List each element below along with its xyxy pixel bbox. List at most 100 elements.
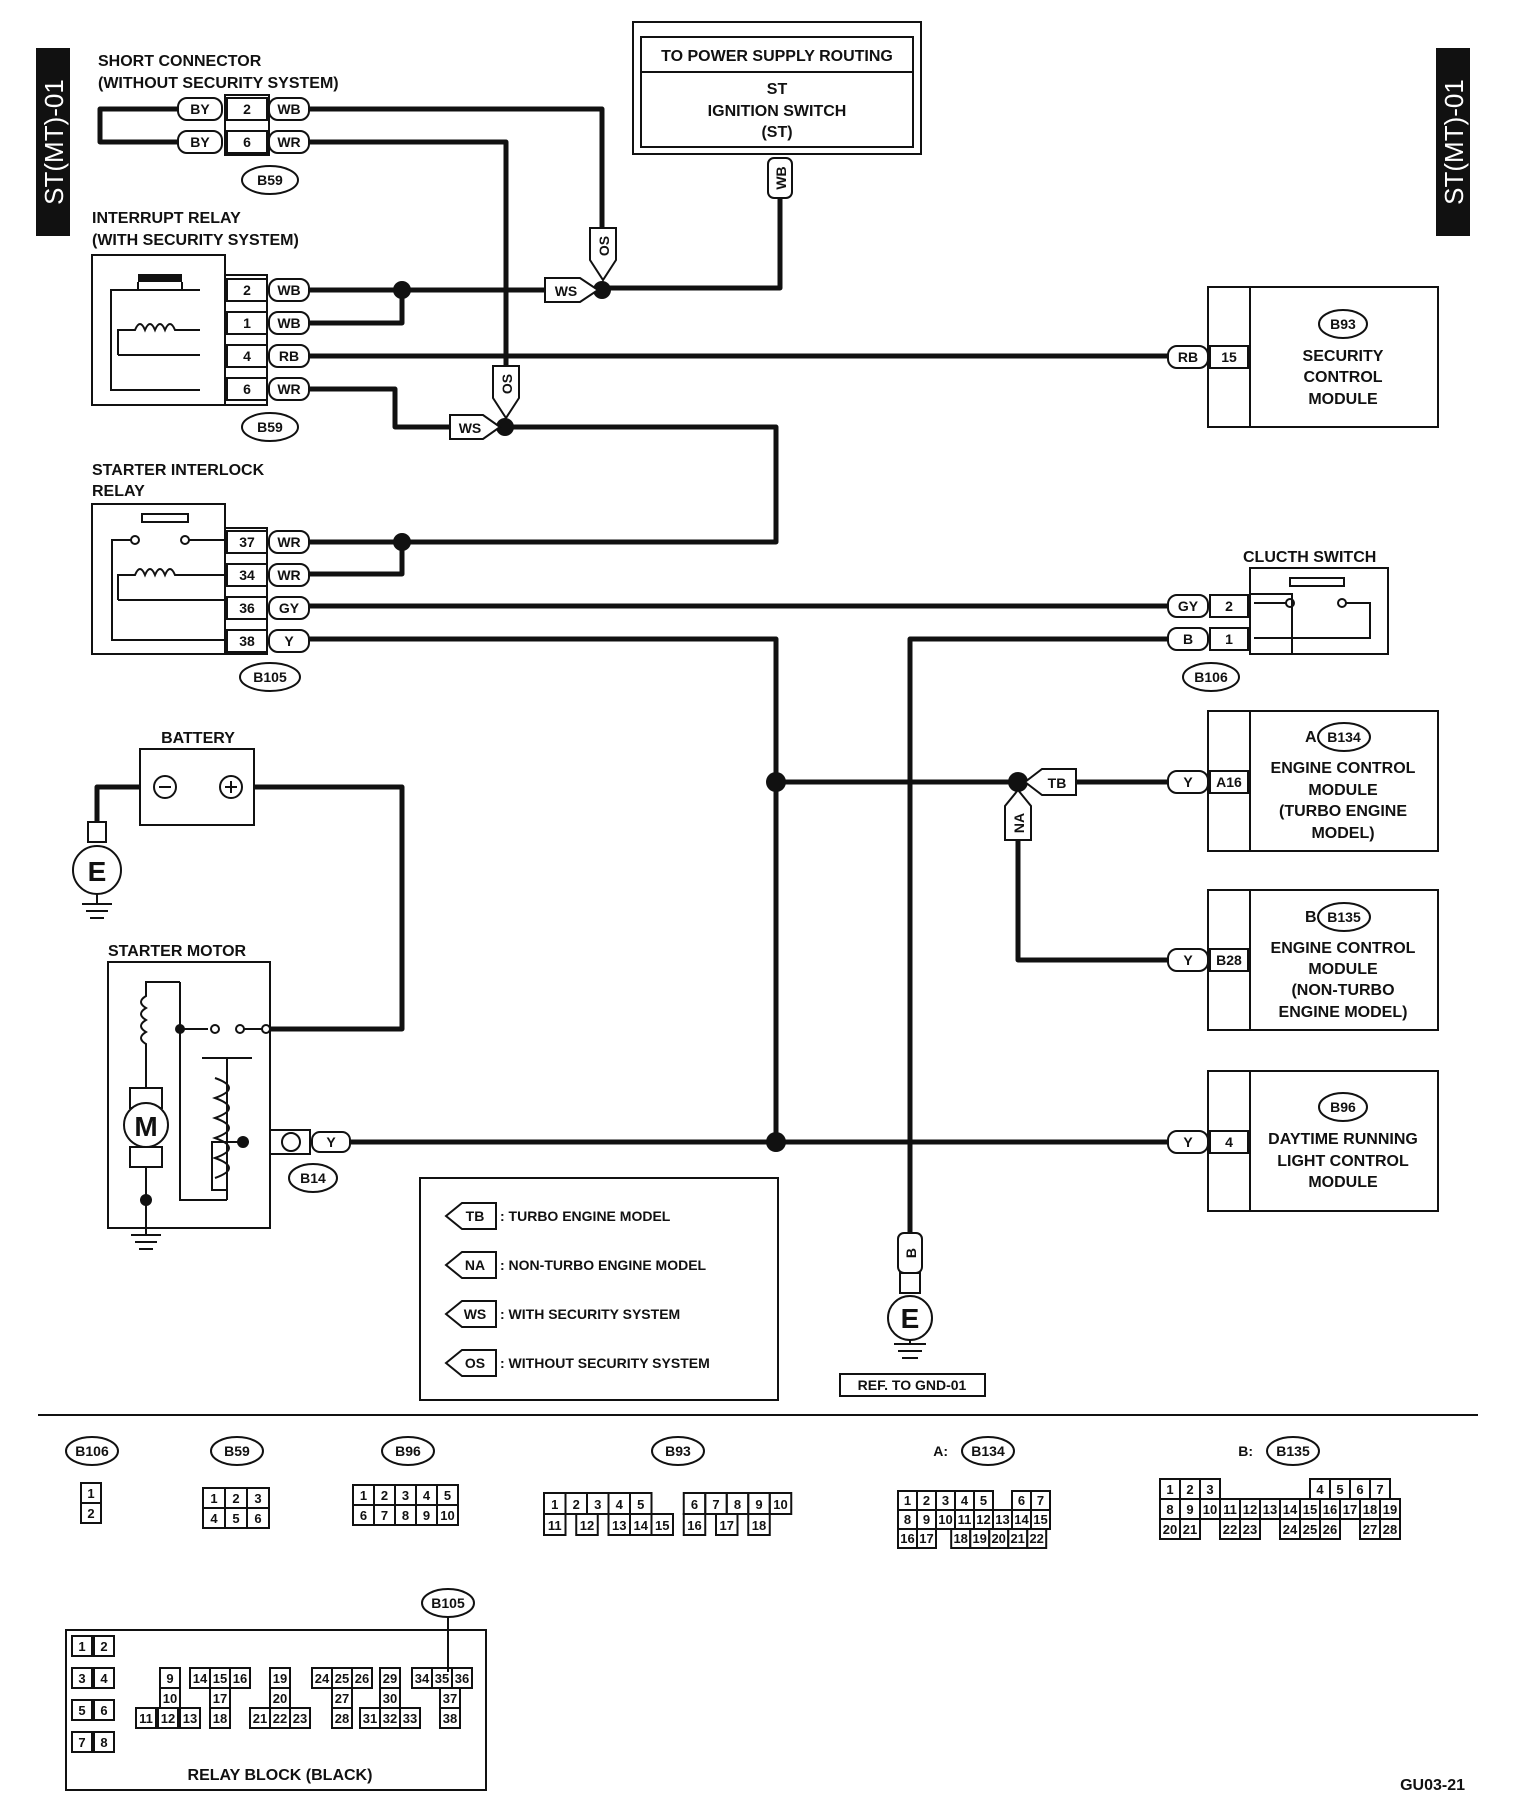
svg-text:ENGINE CONTROL: ENGINE CONTROL [1271,760,1416,777]
pin-number: 14 [193,1671,208,1686]
legend-text: : NON-TURBO ENGINE MODEL [500,1257,707,1273]
pin-number: 25 [1303,1522,1317,1537]
wire-color-label: RB [279,348,299,364]
svg-text:MODULE: MODULE [1308,961,1378,978]
pin-number: 37 [443,1691,457,1706]
pin-number: 36 [239,600,255,616]
pin-number: 5 [1336,1482,1343,1497]
pin-number: 4 [243,348,251,364]
pin-number: 7 [1037,1493,1044,1508]
pin-number: 2 [923,1493,930,1508]
pin-number: 2 [381,1488,388,1503]
svg-text:CONTROL: CONTROL [1303,369,1382,386]
svg-text:WS: WS [555,283,578,299]
svg-text:OS: OS [499,374,515,394]
svg-text:B105: B105 [431,1595,465,1611]
pin-number: 12 [161,1711,175,1726]
pin-number: 29 [383,1671,397,1686]
wire-color-label: WR [277,134,300,150]
svg-text:STARTER MOTOR: STARTER MOTOR [108,943,247,960]
svg-text:MODEL): MODEL) [1311,825,1374,842]
svg-text:B135: B135 [1276,1443,1310,1459]
pin-number: 24 [1283,1522,1298,1537]
drl-control-module: B96 DAYTIME RUNNING LIGHT CONTROL MODULE… [1167,1070,1439,1212]
pin-number: 32 [383,1711,397,1726]
pin-number: 1 [1225,631,1233,647]
svg-text:(NON-TURBO: (NON-TURBO [1291,982,1394,999]
svg-text:B59: B59 [257,419,283,435]
pin-number: 2 [1225,598,1233,614]
pin-number: 5 [232,1511,239,1526]
page-tab-left: ST(MT)-01 [36,48,70,236]
pin-number: 2 [100,1639,107,1654]
pin-number: 18 [752,1518,766,1533]
svg-text:15: 15 [1221,349,1237,365]
svg-text:4: 4 [1225,1134,1233,1150]
pin-number: 1 [1166,1482,1173,1497]
short-connector: SHORT CONNECTOR (WITHOUT SECURITY SYSTEM… [98,53,339,195]
pin-number: 20 [1163,1522,1177,1537]
splice-tag-tb: TB [1023,768,1077,796]
svg-text:ST(MT)-01: ST(MT)-01 [39,79,69,205]
pin-number: 10 [1203,1502,1217,1517]
power-box-header: TO POWER SUPPLY ROUTING [661,48,893,65]
pin-number: 27 [1363,1522,1377,1537]
pin-number: 10 [440,1508,454,1523]
ground-ref-label: REF. TO GND-01 [858,1377,967,1393]
pin-number: 20 [273,1691,287,1706]
pin-number: 2 [243,101,251,117]
svg-text:OS: OS [596,236,612,256]
pin-number: 25 [335,1671,349,1686]
svg-text:(WITHOUT SECURITY SYSTEM): (WITHOUT SECURITY SYSTEM) [98,75,339,92]
pin-number: 7 [1376,1482,1383,1497]
pin-number: 3 [942,1493,949,1508]
pin-number: 27 [335,1691,349,1706]
svg-text:DAYTIME RUNNING: DAYTIME RUNNING [1268,1131,1418,1148]
pin-number: 1 [78,1639,85,1654]
wire-color-label: WR [277,567,300,583]
pin-number: 6 [360,1508,367,1523]
svg-text:MODULE: MODULE [1308,1174,1378,1191]
splice-tag-os1: OS [589,227,617,282]
pin-number: 11 [1223,1502,1237,1517]
wire-color-label: WB [277,101,300,117]
svg-text:IGNITION SWITCH: IGNITION SWITCH [708,103,847,120]
pin-number: 28 [1383,1522,1397,1537]
connector-badge: B96 [381,1436,435,1466]
svg-text:B14: B14 [300,1170,326,1186]
pin-number: 9 [423,1508,430,1523]
svg-text:(WITH SECURITY SYSTEM): (WITH SECURITY SYSTEM) [92,232,299,249]
pin-number: 22 [1029,1531,1043,1546]
wire-color-label: WR [277,381,300,397]
svg-text:B134: B134 [971,1443,1005,1459]
pin-number: 26 [355,1671,369,1686]
wires [94,106,1168,1235]
pin-number: 10 [163,1691,177,1706]
svg-text:ST: ST [767,81,788,98]
pin-row: 4 RB [226,344,310,368]
svg-text:INTERRUPT RELAY: INTERRUPT RELAY [92,210,241,227]
pin-number: 7 [712,1497,719,1512]
svg-text:RELAY: RELAY [92,483,145,500]
svg-text:Y: Y [1183,952,1193,968]
pin-number: 10 [773,1497,787,1512]
pin-number: 14 [1283,1502,1298,1517]
svg-text:A:: A: [933,1443,948,1459]
wire-color-label: BY [190,134,210,150]
svg-text:B96: B96 [1330,1099,1356,1115]
svg-text:B:: B: [1238,1443,1253,1459]
pin-number: 34 [415,1671,430,1686]
starter-motor: STARTER MOTOR M Y B14 [107,943,351,1250]
